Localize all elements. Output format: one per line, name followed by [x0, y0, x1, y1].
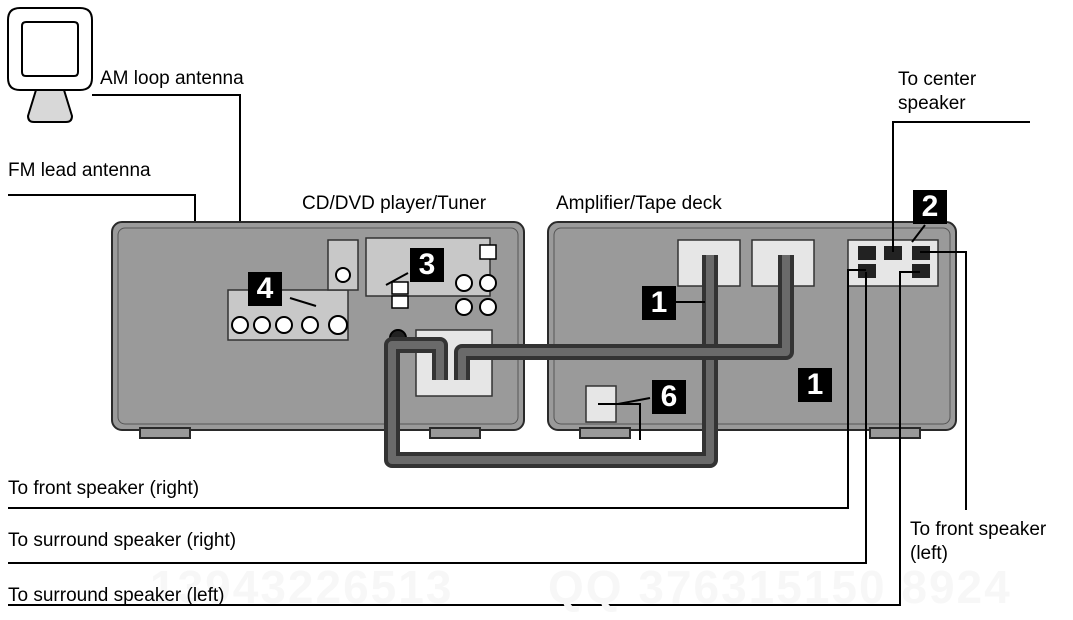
- front-right-speaker-label: To front speaker (right): [8, 478, 200, 499]
- amplifier-tape-deck-unit: [547, 221, 957, 439]
- step-badge-2: 2: [913, 190, 947, 224]
- surround-left-speaker-wire: [8, 271, 920, 606]
- step-badge-3: 3: [410, 248, 444, 282]
- step-badge-6: 6: [652, 380, 686, 414]
- front-left-speaker-label: To front speaker (left): [910, 519, 1047, 564]
- surround-right-speaker-wire: [8, 272, 867, 564]
- fm-antenna-label: FM lead antenna: [8, 160, 151, 181]
- watermark-right: QQ 376315150 8924: [548, 561, 1012, 613]
- surround-left-speaker-label: To surround speaker (left): [8, 585, 225, 606]
- center-speaker-wire: [892, 121, 1030, 252]
- amplifier-tape-deck-label: Amplifier/Tape deck: [556, 193, 722, 214]
- front-right-speaker-wire: [8, 269, 866, 509]
- step-badge-1-lower: 1: [798, 368, 832, 402]
- step-badge-4: 4: [248, 272, 282, 306]
- front-left-speaker-wire: [920, 251, 967, 510]
- system-cable: [384, 255, 794, 468]
- am-loop-antenna-icon: [7, 7, 93, 123]
- step-badge-1-upper: 1: [642, 286, 676, 320]
- watermark-left: 13943226513: [150, 561, 454, 613]
- power-cord: [598, 403, 641, 440]
- center-speaker-label: To center speaker: [898, 69, 977, 114]
- cd-dvd-tuner-unit: [111, 221, 525, 439]
- surround-right-speaker-label: To surround speaker (right): [8, 530, 237, 551]
- cd-dvd-tuner-label: CD/DVD player/Tuner: [302, 193, 487, 214]
- am-antenna-label: AM loop antenna: [100, 68, 244, 89]
